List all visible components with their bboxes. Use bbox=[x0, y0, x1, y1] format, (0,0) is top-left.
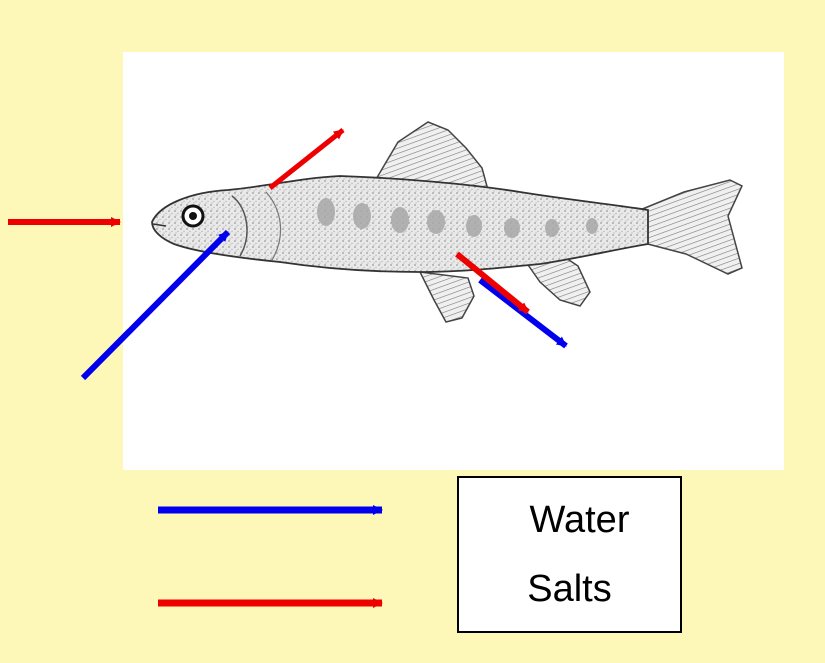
legend-salts-label: Salts bbox=[459, 570, 680, 608]
legend-box: Water Salts bbox=[457, 476, 682, 633]
legend-water-label: Water bbox=[469, 501, 690, 539]
